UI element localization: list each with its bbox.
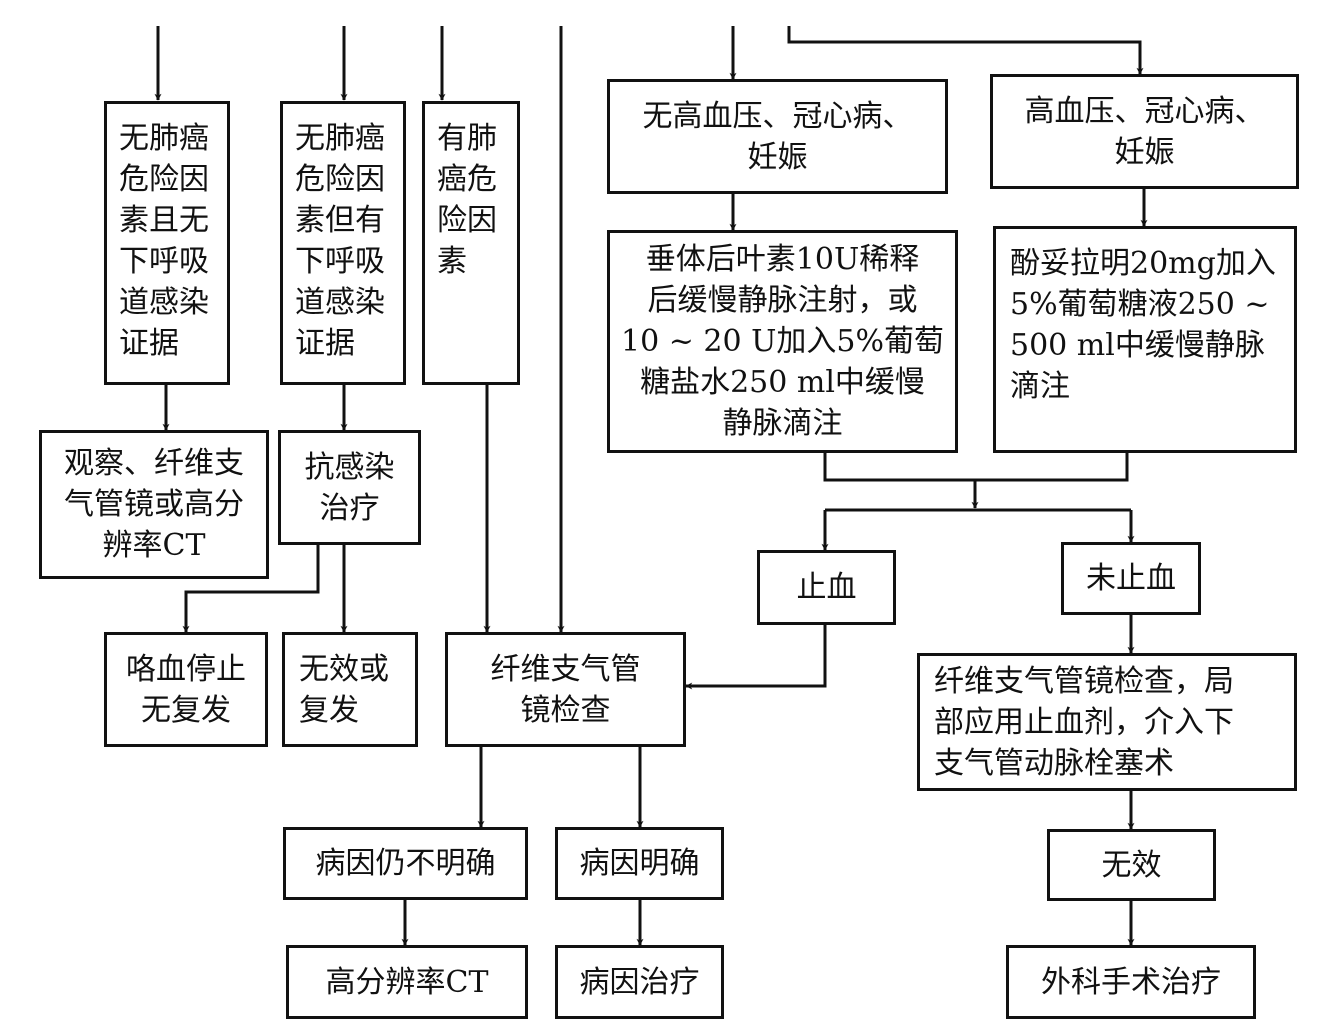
node-cause-unclear: 病因仍不明确 — [283, 827, 528, 900]
node-surgery: 外科手术治疗 — [1006, 945, 1256, 1019]
node-hrct: 高分辨率CT — [286, 945, 528, 1019]
node-phentolamine: 酚妥拉明20mg加入 5%葡萄糖液250 ~ 500 ml中缓慢静脉 滴注 — [993, 226, 1297, 453]
node-cause-treatment: 病因治疗 — [555, 945, 724, 1019]
node-no-risk-no-infection: 无肺癌 危险因 素且无 下呼吸 道感染 证据 — [104, 101, 230, 385]
arrow-stopped-to-bronchoscopy — [685, 625, 827, 690]
node-observe: 观察、纤维支 气管镜或高分 辨率CT — [39, 430, 269, 579]
node-no-risk-with-infection: 无肺癌 危险因 素但有 下呼吸 道感染 证据 — [280, 101, 406, 385]
arrow-in-col6 — [787, 26, 1144, 75]
node-bleeding-stopped: 止血 — [757, 550, 896, 625]
node-has-risk: 有肺 癌危 险因 素 — [422, 101, 520, 385]
node-cause-clear: 病因明确 — [555, 827, 724, 900]
merge-line — [823, 453, 1129, 482]
node-hypertension: 高血压、冠心病、 妊娠 — [990, 74, 1299, 189]
arrow-to-hemoptysis-stop — [182, 545, 320, 633]
node-bleeding-not-stopped: 未止血 — [1061, 542, 1201, 615]
node-bronchoscopy: 纤维支气管 镜检查 — [445, 632, 686, 747]
node-no-hypertension: 无高血压、冠心病、 妊娠 — [607, 79, 948, 194]
node-vasopressin: 垂体后叶素10U稀释 后缓慢静脉注射，或 10 ~ 20 U加入5%葡萄 糖盐水… — [607, 230, 958, 453]
node-ineffective: 无效 — [1047, 829, 1216, 901]
node-bronchoscopy-local: 纤维支气管镜检查，局 部应用止血剂，介入下 支气管动脉栓塞术 — [917, 653, 1297, 791]
node-anti-infection: 抗感染 治疗 — [278, 430, 421, 545]
node-hemoptysis-stop: 咯血停止 无复发 — [104, 632, 268, 747]
node-ineffective-or-relapse: 无效或 复发 — [282, 632, 418, 747]
